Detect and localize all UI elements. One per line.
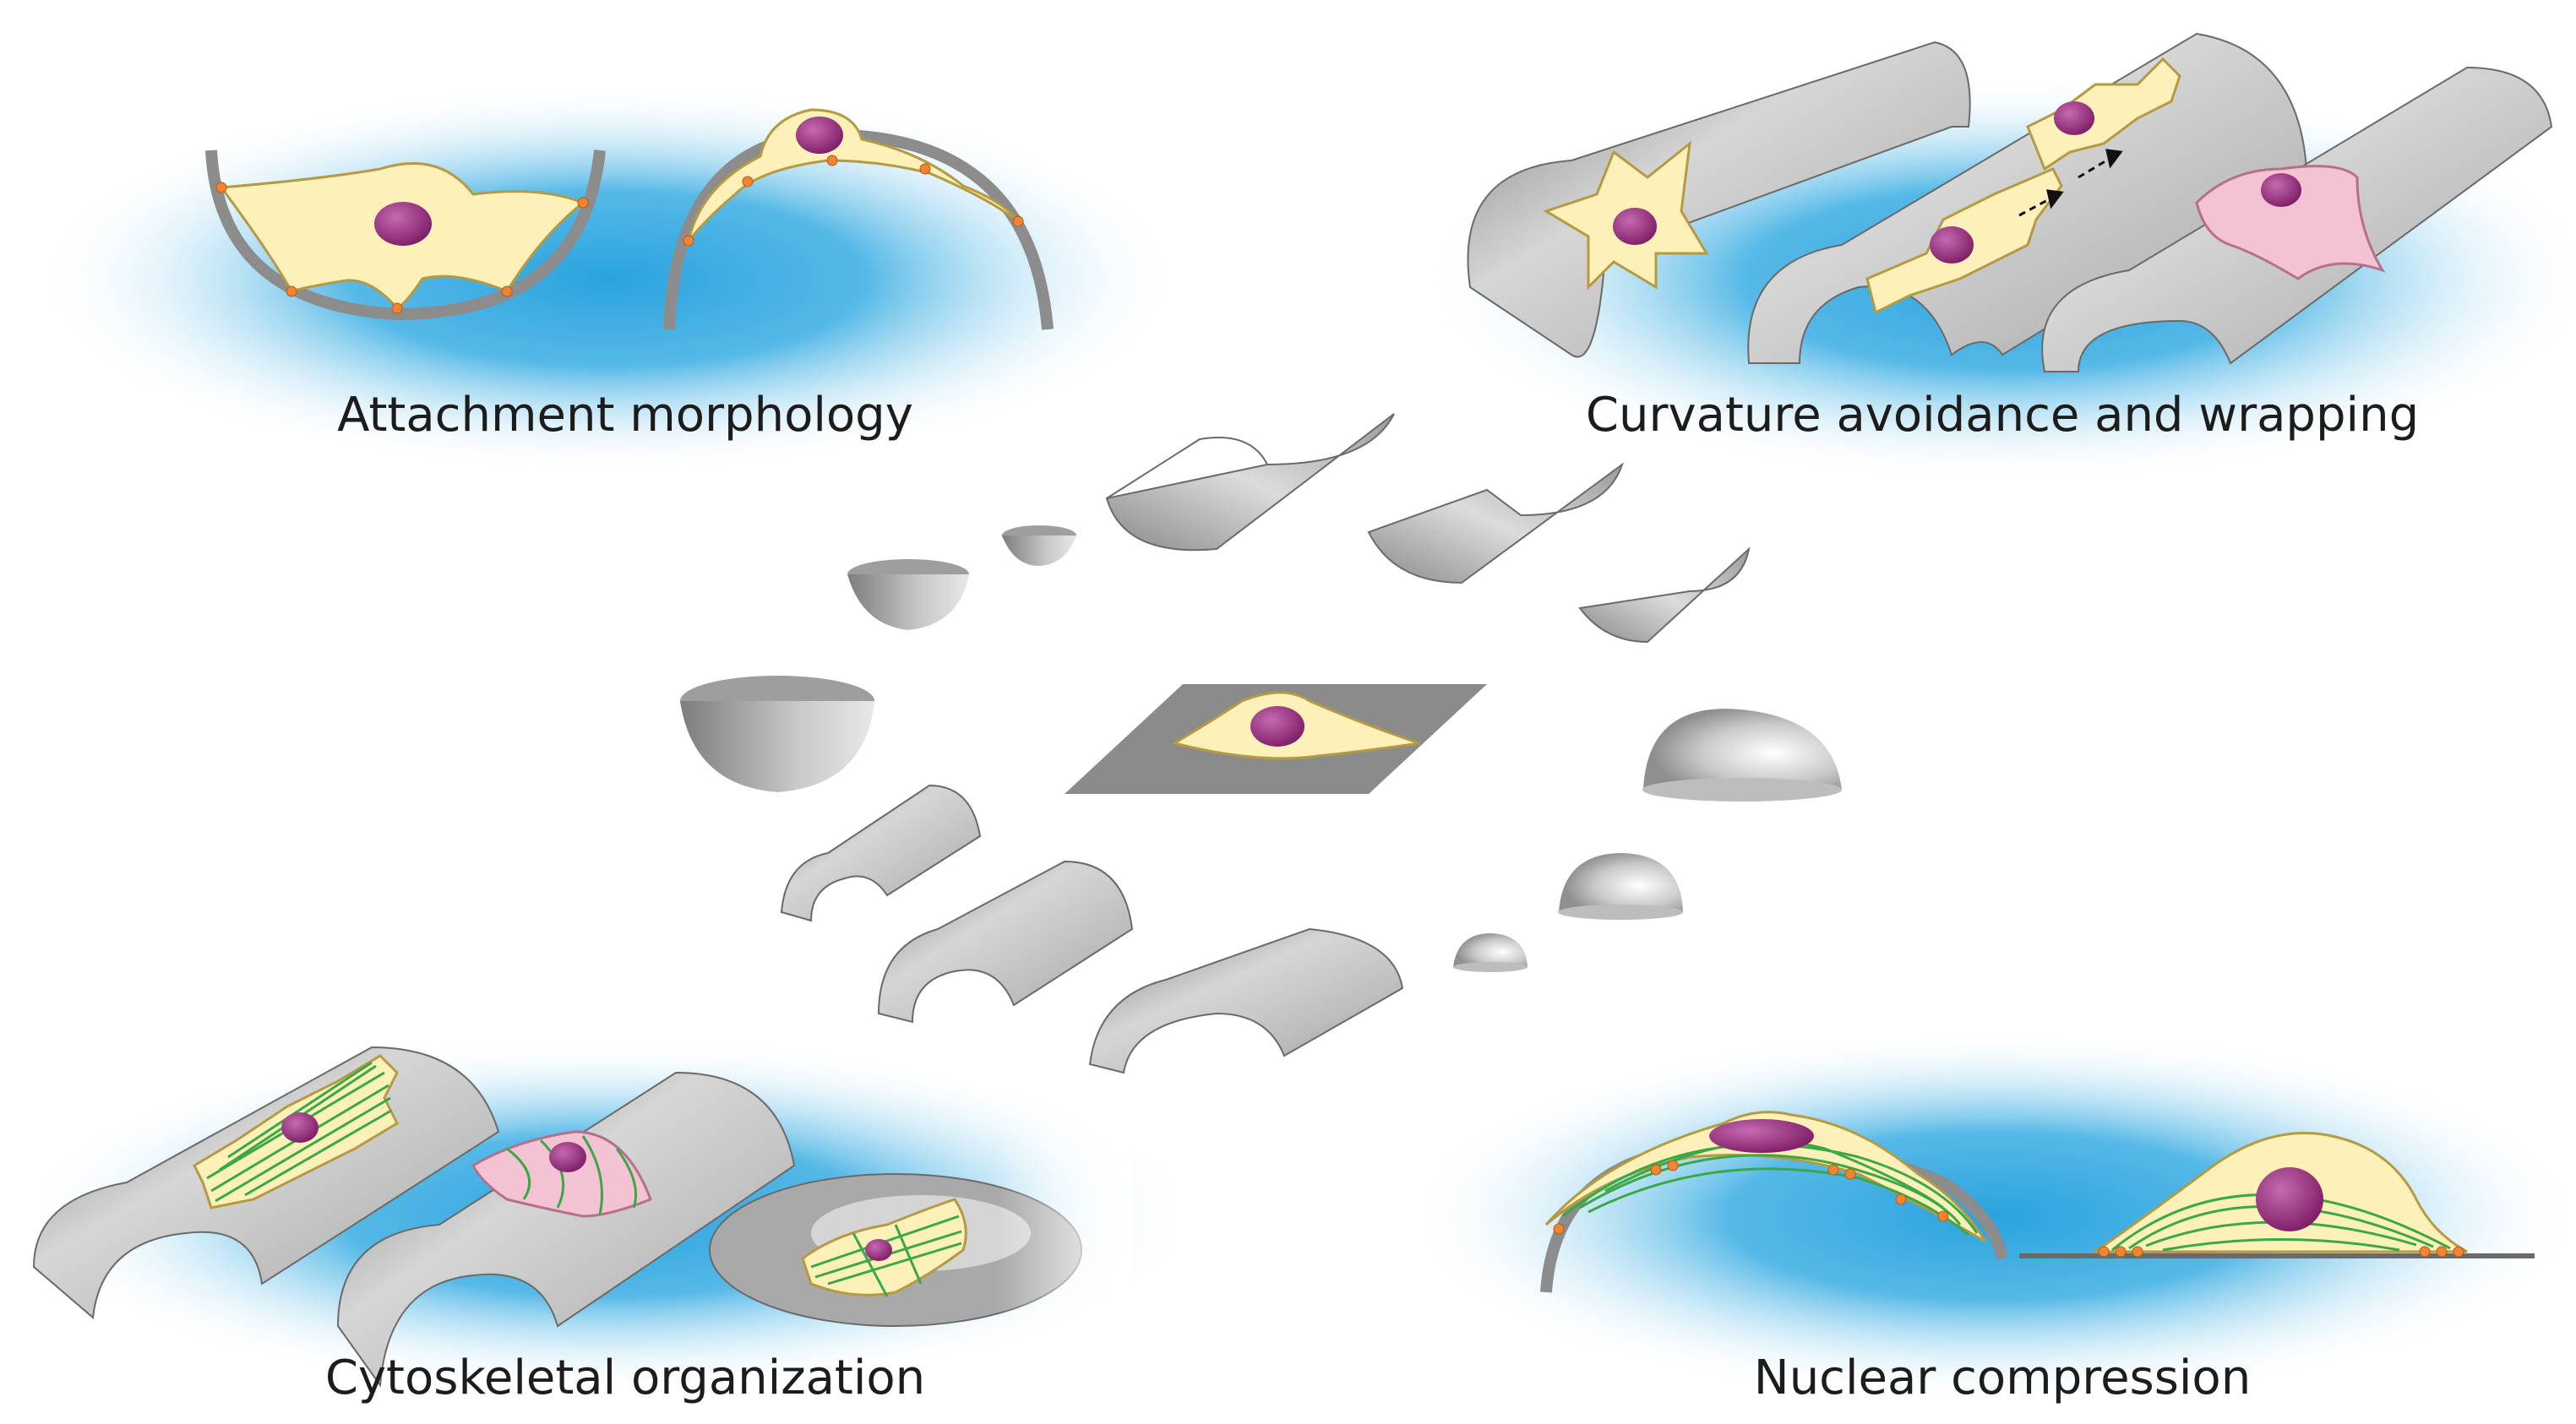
bowl [1002, 535, 1076, 566]
concave-channel [1367, 462, 1624, 584]
nuclear-label: Nuclear compression [1754, 1351, 2251, 1405]
dome [1453, 933, 1528, 967]
dome [1642, 778, 1842, 802]
nucleus [281, 1112, 319, 1143]
nucleus [2054, 101, 2094, 135]
bowl [847, 574, 969, 630]
dome [1558, 905, 1683, 920]
convex-cylinder [1088, 927, 1404, 1074]
concave-channel [1105, 413, 1395, 552]
concave-channel [1106, 437, 1268, 499]
nucleus [1930, 226, 1974, 264]
center-geometries [680, 413, 1842, 1074]
nucleus [2261, 173, 2301, 207]
compressed-cell [1544, 1111, 1987, 1243]
adhesion-dots [1553, 1160, 1949, 1235]
nuclear-panel: Nuclear compression [1402, 1030, 2576, 1405]
attachment-label: Attachment morphology [337, 388, 913, 443]
dome [1643, 709, 1842, 790]
nucleus [374, 202, 432, 246]
flattened-nucleus [1709, 1119, 1814, 1153]
concave-surface [205, 149, 606, 321]
nuclear-glow [1402, 1030, 2576, 1402]
cytoskeleton-label: Cytoskeletal organization [325, 1351, 925, 1405]
fade-overlay [997, 1098, 1132, 1368]
concave-channel [1578, 546, 1751, 644]
cytoskeleton-panel: Cytoskeletal organization [17, 1039, 1200, 1405]
half-cylinder [336, 1071, 796, 1388]
actin-fibers [506, 1135, 637, 1215]
curvature-label: Curvature avoidance and wrapping [1586, 388, 2419, 443]
dome [1453, 962, 1528, 972]
attachment-panel: Attachment morphology [34, 84, 1183, 473]
curvature-panel: Curvature avoidance and wrapping [1419, 32, 2576, 481]
adhesion-dots [2098, 1246, 2464, 1258]
nucleus [549, 1142, 586, 1172]
migration-arrows [2018, 149, 2123, 217]
nucleus [1250, 706, 1304, 747]
convex-cell [687, 108, 1020, 242]
convex-cylinder [780, 784, 982, 922]
aligned-cell [2026, 57, 2181, 171]
dome [1559, 853, 1683, 912]
adhesion-dots [683, 155, 1024, 247]
bowl [680, 701, 874, 792]
round-nucleus [2256, 1167, 2323, 1231]
nucleus [865, 1239, 892, 1261]
wrapping-cell [2195, 165, 2386, 280]
nucleus [796, 117, 843, 154]
convex-cylinder [877, 860, 1134, 1024]
nucleus [1613, 208, 1657, 245]
adhesion-dots [215, 182, 589, 314]
